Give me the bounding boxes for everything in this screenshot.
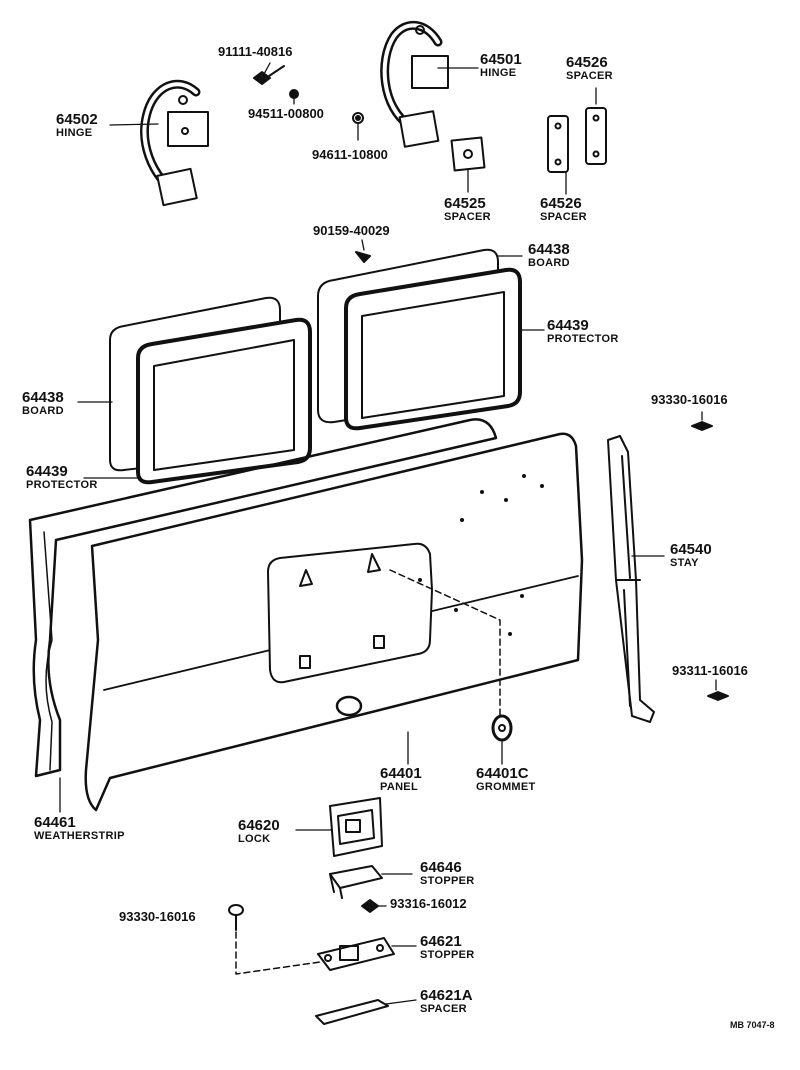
callout-number: 64438	[22, 389, 64, 406]
callout-hinge-left: 64502 HINGE	[56, 112, 98, 139]
callout-name: PROTECTOR	[26, 479, 98, 491]
callout-name: SPACER	[566, 70, 613, 82]
callout-name: SPACER	[420, 1003, 467, 1015]
hinge-left-drawing	[140, 79, 209, 207]
reference-code: MB 7047-8	[730, 1020, 775, 1030]
clip-drawing	[355, 251, 371, 263]
callout-number: 64502	[56, 111, 98, 128]
callout-hinge-right: 64501 HINGE	[480, 52, 522, 79]
callout-screw-stay-top: 93330-16016	[651, 392, 728, 407]
callout-number: 64526	[566, 54, 608, 71]
callout-stopper-upper: 64646 STOPPER	[420, 860, 474, 887]
callout-spacer-square: 64525 SPACER	[444, 196, 491, 223]
callout-name: LOCK	[238, 833, 271, 845]
callout-grommet: 64401C GROMMET	[476, 766, 536, 793]
callout-name: HINGE	[480, 67, 517, 79]
hinge-right-drawing	[380, 21, 449, 148]
callout-protector-right: 64439 PROTECTOR	[547, 318, 619, 345]
callout-name: GROMMET	[476, 781, 536, 793]
callout-protector-left: 64439 PROTECTOR	[26, 464, 98, 491]
callout-stay: 64540 STAY	[670, 542, 712, 569]
callout-washer-top: 94511-00800	[248, 106, 324, 121]
callout-name: SPACER	[540, 211, 587, 223]
stay-drawing	[607, 421, 729, 723]
callout-number: 64646	[420, 859, 462, 876]
callout-number: 64621A	[420, 987, 473, 1004]
callout-name: PROTECTOR	[547, 333, 619, 345]
spacers-top-right	[450, 107, 607, 173]
callout-spacer-top-right: 64526 SPACER	[566, 55, 613, 82]
lower-left-screw-drawing	[228, 904, 321, 975]
callout-name: STOPPER	[420, 949, 475, 961]
back-door-panel-drawing	[84, 432, 584, 812]
callout-stopper-lower: 64621 STOPPER	[420, 934, 474, 961]
callout-panel: 64401 PANEL	[380, 766, 422, 793]
callout-clip: 90159-40029	[313, 223, 390, 238]
callout-number: 64439	[26, 463, 68, 480]
callout-lock: 64620 LOCK	[238, 818, 280, 845]
callout-number: 64526	[540, 195, 582, 212]
callout-board-left: 64438 BOARD	[22, 390, 64, 417]
callout-spacer-mid-right: 64526 SPACER	[540, 196, 587, 223]
callout-number: 64621	[420, 933, 462, 950]
callout-number: 64501	[480, 51, 522, 68]
board-right-drawing	[317, 248, 522, 431]
weatherstrip-drawing	[28, 418, 498, 778]
callout-spacer-bottom: 64621A SPACER	[420, 988, 473, 1015]
callout-number: 64401	[380, 765, 422, 782]
callout-name: PANEL	[380, 781, 418, 793]
callout-number: 64525	[444, 195, 486, 212]
stopper-lower-drawing	[317, 937, 395, 971]
spacer-bottom-drawing	[315, 999, 389, 1025]
lock-drawing	[329, 797, 383, 857]
callout-screw-stopper: 93316-16012	[390, 896, 467, 911]
guide-line-grommet	[389, 569, 501, 717]
callout-nut-top: 94611-10800	[312, 147, 388, 162]
board-left-drawing	[109, 296, 312, 485]
callout-number: 64620	[238, 817, 280, 834]
callout-number: 64401C	[476, 765, 529, 782]
callout-bolt-top: 91111-40816	[218, 44, 293, 59]
callout-name: SPACER	[444, 211, 491, 223]
callout-board-right: 64438 BOARD	[528, 242, 570, 269]
callout-name: STOPPER	[420, 875, 475, 887]
callout-screw-lower-left: 93330-16016	[119, 909, 196, 924]
callout-name: WEATHERSTRIP	[34, 830, 125, 842]
callout-number: 64439	[547, 317, 589, 334]
callout-name: BOARD	[22, 405, 64, 417]
grommet-drawing	[491, 714, 513, 742]
callout-name: BOARD	[528, 257, 570, 269]
callout-number: 64461	[34, 814, 76, 831]
callout-screw-stay-bottom: 93311-16016	[672, 663, 748, 678]
small-fasteners-top	[253, 65, 364, 124]
callout-name: HINGE	[56, 127, 93, 139]
callout-number: 64540	[670, 541, 712, 558]
screw-stopper-drawing	[361, 899, 379, 913]
callout-number: 64438	[528, 241, 570, 258]
stopper-upper-drawing	[329, 865, 383, 899]
leader-lines	[59, 62, 717, 1005]
callout-name: STAY	[670, 557, 699, 569]
callout-weatherstrip: 64461 WEATHERSTRIP	[34, 815, 125, 842]
